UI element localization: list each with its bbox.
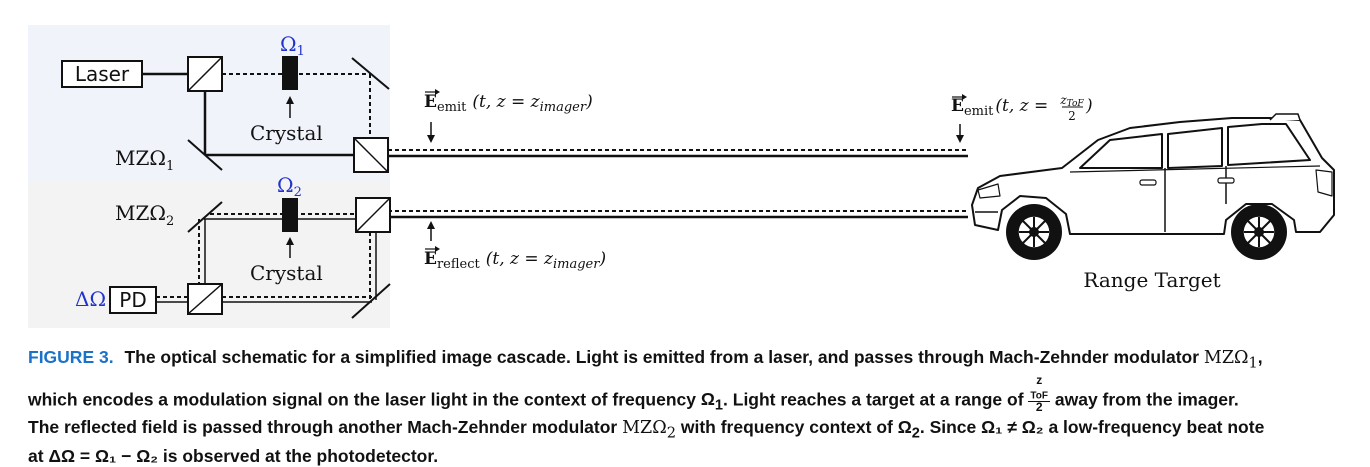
beam-splitter-3-diag [355,197,391,233]
figure-label: FIGURE 3. [28,347,114,367]
caption-text-7: with frequency context of [680,417,893,438]
range-target-label: Range Target [1083,268,1220,292]
crystal-1 [282,56,298,90]
e-emit-target-frac-den: 2 [1068,109,1076,123]
laser-label: Laser [75,62,130,86]
caption-omega2: Ω2 [897,417,920,442]
pd-label: PD [119,288,146,312]
beam-splitter-2-diag [353,137,389,173]
caption-comma: , [1257,347,1263,367]
laser-box [61,60,143,88]
e-reflect-label: Ereflect(t, z = zimager) [424,249,606,272]
e-emit-target-frac-num: zToF [1059,93,1084,109]
mirror-top-right [351,57,390,90]
caption-inequality: Ω₁ ≠ Ω₂ [981,417,1044,438]
diagram: Laser Ω1 Crystal MZΩ1 Eemit(t, z = zimag… [28,25,1335,328]
mirror-bottom-left [187,139,223,171]
crystal-2 [282,198,298,232]
caption-text-5: away from the imager. [1054,388,1239,409]
caption-mz2: MZΩ2 [622,418,676,442]
mz1-label: MZΩ1 [115,146,174,174]
caption-text-1: The optical schematic for a simplified i… [124,347,1200,367]
caption-text-10: at [28,445,44,466]
crystal-1-label: Crystal [250,121,323,145]
omega1-label: Ω1 [280,32,305,59]
caption-text-3: which encodes a modulation signal on the… [28,388,697,409]
e-emit-target-label: Eemit(t, z = [951,96,1048,119]
e-emit-imager-label: Eemit(t, z = zimager) [424,92,593,115]
crystal-1-arrowhead [286,96,294,104]
schematic-svg: Laser Ω1 Crystal MZΩ1 Eemit(t, z = zimag… [28,25,1335,328]
caption-mz1: MZΩ1 [1203,348,1258,372]
car-illustration [971,113,1335,260]
caption-text-8: . Since [919,417,977,438]
caption-text-4: . Light reaches a target at a range of [723,388,1024,409]
crystal-2-label: Crystal [250,261,323,285]
mirror-mz2-top-left [187,201,223,233]
figure-caption: FIGURE 3. The optical schematic for a si… [28,346,1353,467]
omega2-label: Ω2 [277,173,302,200]
mz2-label: MZΩ2 [115,201,174,229]
beam-splitter-1-diag [187,56,223,92]
caption-omega1: Ω1 [700,388,724,414]
caption-text-6: The reflected field is passed through an… [28,417,618,438]
caption-text-9: a low-frequency beat note [1048,417,1265,438]
caption-equation: ΔΩ = Ω₁ − Ω₂ [48,445,159,466]
beam-splitter-4-diag [187,283,223,315]
photodetector-box [109,286,157,314]
mirror-mz2-bottom-right [351,283,391,319]
delta-omega-label: ΔΩ [75,287,106,311]
svg-text:): ) [1085,96,1093,116]
caption-text-11: is observed at the photodetector. [162,445,439,466]
